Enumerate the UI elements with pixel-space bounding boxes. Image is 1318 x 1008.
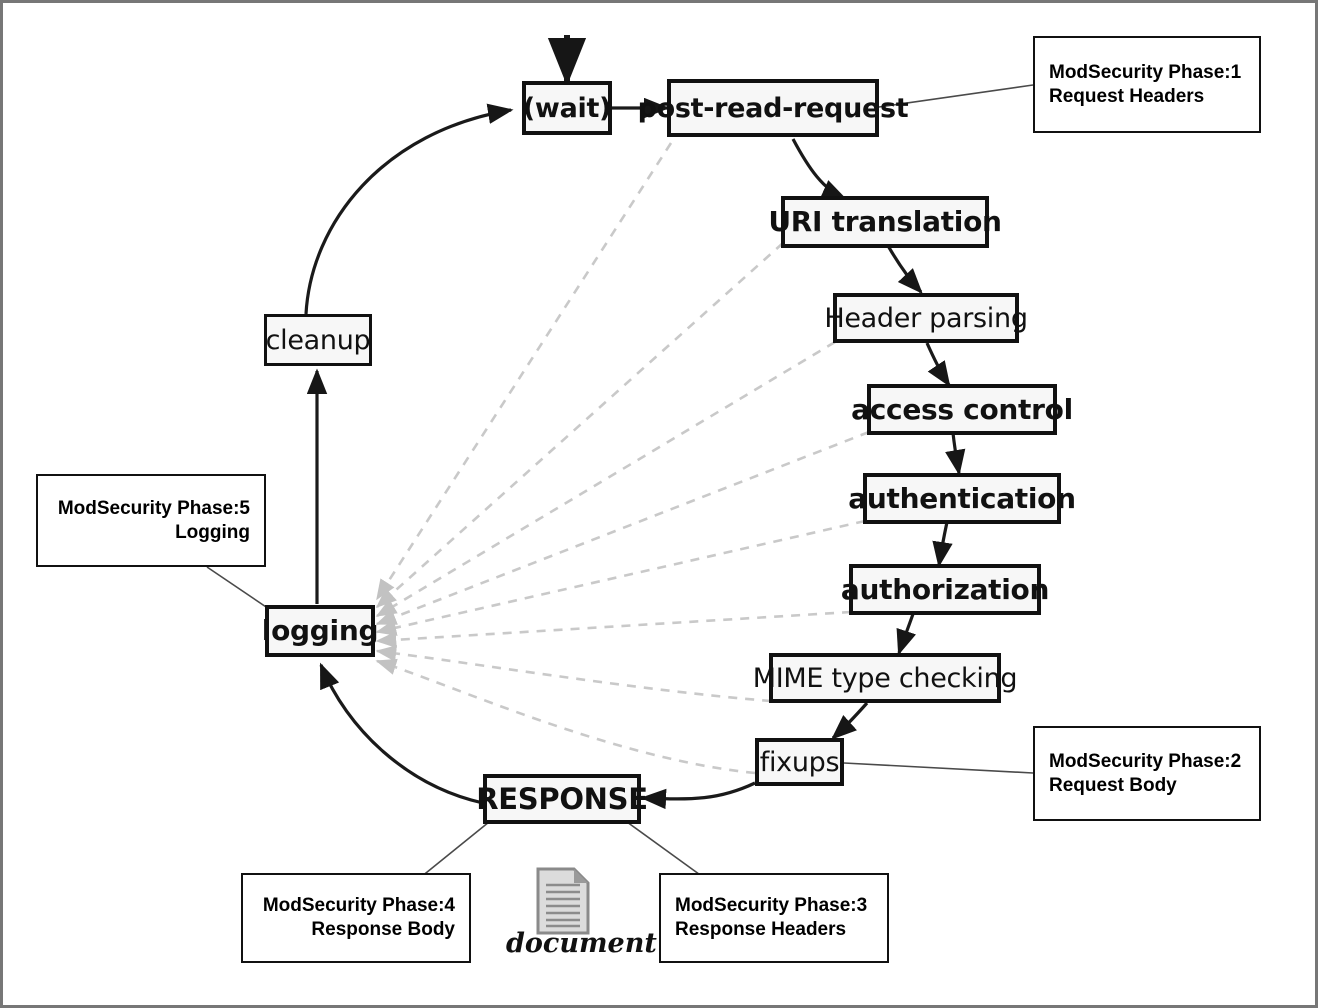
- annotation-phase3-line1: ModSecurity Phase:3: [675, 895, 868, 917]
- node-mime-type-checking[interactable]: MIME type checking: [753, 653, 1018, 703]
- annotation-phase1-line1: ModSecurity Phase:1: [1049, 61, 1242, 83]
- node-mime-type-checking-label: MIME type checking: [752, 662, 1018, 694]
- annotation-phase2-line2: Request Body: [1049, 774, 1177, 796]
- document-label: document: [506, 928, 657, 959]
- annotation-phase3: ModSecurity Phase:3 Response Headers: [659, 873, 889, 963]
- node-response-label: RESPONSE: [476, 781, 648, 816]
- node-wait-label: (wait): [522, 92, 612, 124]
- annotation-phase5-line2: Logging: [175, 521, 250, 543]
- node-uri-translation[interactable]: URI translation: [768, 196, 1002, 248]
- node-header-parsing[interactable]: Header parsing: [824, 293, 1028, 343]
- node-logging[interactable]: logging: [261, 605, 379, 657]
- node-fixups[interactable]: fixups: [755, 738, 844, 786]
- annotation-phase3-line2: Response Headers: [675, 919, 847, 940]
- annotation-phase4: ModSecurity Phase:4 Response Body: [241, 873, 471, 963]
- node-wait[interactable]: (wait): [522, 81, 612, 135]
- node-post-read-request-label: post-read-request: [637, 92, 909, 124]
- node-cleanup[interactable]: cleanup: [264, 314, 372, 366]
- annotation-phase1: ModSecurity Phase:1 Request Headers: [1033, 36, 1261, 133]
- annotation-phase4-line1: ModSecurity Phase:4: [262, 895, 455, 917]
- node-authorization-label: authorization: [840, 572, 1050, 606]
- node-logging-label: logging: [261, 614, 379, 647]
- node-access-control[interactable]: access control: [851, 384, 1073, 435]
- node-authentication-label: authentication: [848, 481, 1076, 515]
- node-uri-translation-label: URI translation: [768, 205, 1002, 238]
- node-fixups-label: fixups: [759, 746, 840, 778]
- node-header-parsing-label: Header parsing: [824, 302, 1028, 334]
- annotation-phase1-line2: Request Headers: [1049, 85, 1205, 107]
- annotation-phase5: ModSecurity Phase:5 Logging: [36, 474, 266, 567]
- node-authorization[interactable]: authorization: [841, 564, 1049, 615]
- annotation-phase2: ModSecurity Phase:2 Request Body: [1033, 726, 1261, 821]
- node-response[interactable]: RESPONSE: [476, 774, 648, 824]
- annotation-phase4-line2: Response Body: [311, 919, 455, 940]
- annotation-phase5-line1: ModSecurity Phase:5: [57, 497, 250, 519]
- node-access-control-label: access control: [851, 392, 1073, 426]
- node-authentication[interactable]: authentication: [848, 473, 1076, 524]
- node-cleanup-label: cleanup: [265, 324, 371, 356]
- document-icon: [536, 867, 590, 935]
- node-post-read-request[interactable]: post-read-request: [638, 79, 909, 137]
- annotation-phase2-line1: ModSecurity Phase:2: [1049, 750, 1242, 772]
